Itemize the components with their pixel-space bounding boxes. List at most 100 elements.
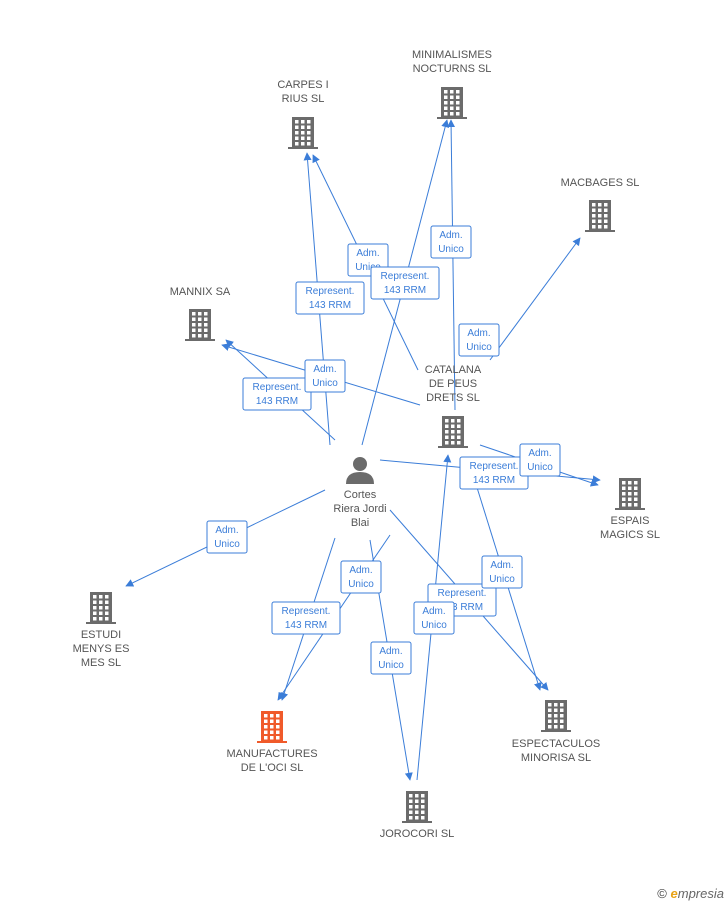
building-window: [628, 497, 632, 501]
building-window: [270, 730, 274, 734]
building-window: [456, 95, 460, 99]
building-window: [301, 142, 305, 146]
node-label-line: Riera Jordi: [333, 503, 386, 515]
edge-label-line: Adm.: [313, 364, 336, 375]
building-window: [457, 430, 461, 434]
building-window: [204, 317, 208, 321]
edge-label-line: 143 RRM: [384, 285, 426, 296]
edge-label-line: Unico: [438, 244, 464, 255]
building-window: [276, 714, 280, 718]
edge-label-catalana-to-espectaculos[interactable]: Adm.Unico: [481, 555, 523, 589]
edge-label-catalana-to-macbages[interactable]: Adm. Unico: [458, 323, 500, 357]
building-icon: [437, 87, 467, 119]
edge-label-jorocori-to-catalana[interactable]: Adm.Unico: [413, 601, 455, 635]
building-window: [634, 492, 638, 496]
company-node-mannix[interactable]: MANNIX SA: [170, 286, 231, 341]
edge-label-catalana-to-mannix[interactable]: Adm.Unico: [304, 359, 346, 393]
edge-label-catalana-to-espais[interactable]: Adm.Unico: [519, 443, 561, 477]
building-window: [445, 441, 449, 445]
building-icon: [257, 711, 287, 743]
building-window: [270, 725, 274, 729]
building-window: [192, 334, 196, 338]
edge-label-line: 143 RRM: [285, 620, 327, 631]
edge-label-line: Adm.: [467, 328, 490, 339]
building-window: [204, 334, 208, 338]
edge-label-line: 143 RRM: [441, 602, 483, 613]
edge-label-cortes-to-jorocori[interactable]: Adm.Unico: [370, 641, 412, 675]
building-window: [444, 95, 448, 99]
building-window: [548, 708, 552, 712]
edge-label-cortes-to-estudi[interactable]: Adm.Unico: [206, 520, 248, 554]
building-window: [598, 208, 602, 212]
building-window: [204, 328, 208, 332]
building-base: [185, 339, 215, 341]
building-window: [93, 611, 97, 615]
building-window: [456, 101, 460, 105]
building-window: [554, 703, 558, 707]
building-window: [457, 441, 461, 445]
building-window: [264, 714, 268, 718]
edge-label-cortes-to-manufactures[interactable]: Represent.143 RRM: [271, 601, 341, 635]
edge-label-catalana-to-minimalismes[interactable]: Adm. Unico: [430, 225, 472, 259]
building-window: [450, 101, 454, 105]
building-window: [554, 714, 558, 718]
building-icon: [288, 117, 318, 149]
building-window: [598, 219, 602, 223]
building-window: [276, 736, 280, 740]
edge-label-line: Represent.: [306, 286, 355, 297]
edge-label-cortes-to-mannix[interactable]: Represent.143 RRM: [242, 377, 312, 411]
building-window: [592, 203, 596, 207]
edge-label-line: Unico: [466, 342, 492, 353]
building-window: [421, 794, 425, 798]
edge-label-box: [413, 601, 455, 635]
building-window: [456, 90, 460, 94]
building-base: [257, 741, 287, 743]
building-window: [307, 136, 311, 140]
node-label-line: MINIMALISMES: [412, 49, 492, 61]
node-label-line: DE PEUS: [429, 378, 477, 390]
building-window: [198, 312, 202, 316]
edge-label-cortes-to-minimalismes[interactable]: Represent.143 RRM: [370, 266, 440, 300]
building-window: [276, 730, 280, 734]
building-window: [276, 719, 280, 723]
building-window: [307, 142, 311, 146]
edge-label-line: Adm.: [439, 230, 462, 241]
building-window: [93, 595, 97, 599]
building-window: [270, 736, 274, 740]
building-window: [198, 317, 202, 321]
building-window: [295, 125, 299, 129]
building-window: [548, 725, 552, 729]
building-window: [592, 214, 596, 218]
node-label-line: CATALANA: [425, 364, 482, 376]
person-body: [346, 472, 374, 484]
building-window: [270, 714, 274, 718]
building-icon: [541, 700, 571, 732]
building-window: [99, 611, 103, 615]
building-window: [598, 225, 602, 229]
edge-label-catalana-to-manufactures[interactable]: Adm.Unico: [340, 560, 382, 594]
edge-label-cortes-to-carpes[interactable]: Represent.143 RRM: [295, 281, 365, 315]
building-window: [415, 816, 419, 820]
edge-label-cortes-to-espais[interactable]: Represent.143 RRM: [459, 456, 529, 490]
edge-label-line: Unico: [214, 539, 240, 550]
building-window: [548, 719, 552, 723]
building-window: [548, 703, 552, 707]
building-window: [628, 481, 632, 485]
building-window: [604, 208, 608, 212]
company-node-macbages[interactable]: MACBAGES SL: [561, 177, 640, 232]
node-label-line: RIUS SL: [282, 93, 325, 105]
building-window: [560, 703, 564, 707]
building-window: [301, 120, 305, 124]
company-node-jorocori[interactable]: JOROCORI SL: [380, 791, 455, 840]
node-label-line: DE L'OCI SL: [241, 762, 304, 774]
building-window: [560, 708, 564, 712]
building-window: [105, 617, 109, 621]
